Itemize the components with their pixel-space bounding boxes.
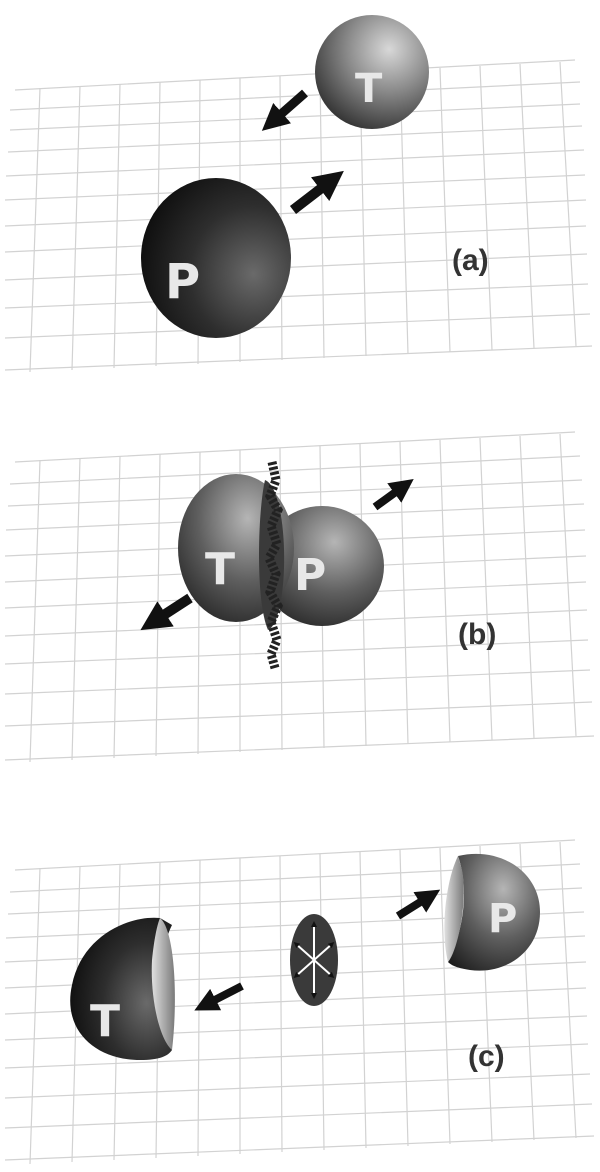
- projectile-velocity-arrow: [372, 478, 414, 511]
- target-label: T: [205, 544, 235, 595]
- projectile-label: P: [165, 254, 200, 310]
- emission-arrows: [293, 921, 335, 999]
- target-nucleus: [315, 15, 429, 129]
- participant-zone: [263, 461, 284, 670]
- projectile-velocity-arrow: [289, 170, 344, 214]
- panel-b-label: (b): [458, 618, 496, 651]
- projectile-nucleus: [141, 178, 291, 338]
- projectile-velocity-arrow: [395, 889, 441, 920]
- projectile-spectator: [448, 853, 540, 971]
- projectile-cut-surface: [444, 856, 464, 962]
- target-velocity-arrow: [140, 593, 193, 631]
- panel-c-label: (c): [468, 1040, 505, 1073]
- panel-a: T P (a): [4, 15, 593, 373]
- panel-c: T P (c): [4, 839, 595, 1165]
- target-label: T: [355, 66, 383, 112]
- projectile-label: P: [488, 896, 517, 942]
- panel-a-label: (a): [452, 244, 489, 277]
- projectile-label: P: [294, 550, 326, 601]
- target-velocity-arrow: [261, 89, 308, 131]
- target-spectator: [70, 917, 172, 1060]
- target-cut-surface: [151, 918, 175, 1050]
- target-label: T: [90, 996, 120, 1047]
- target-velocity-arrow: [194, 982, 244, 1011]
- grid-plane: [4, 59, 593, 373]
- panel-b: T P (b): [4, 431, 595, 763]
